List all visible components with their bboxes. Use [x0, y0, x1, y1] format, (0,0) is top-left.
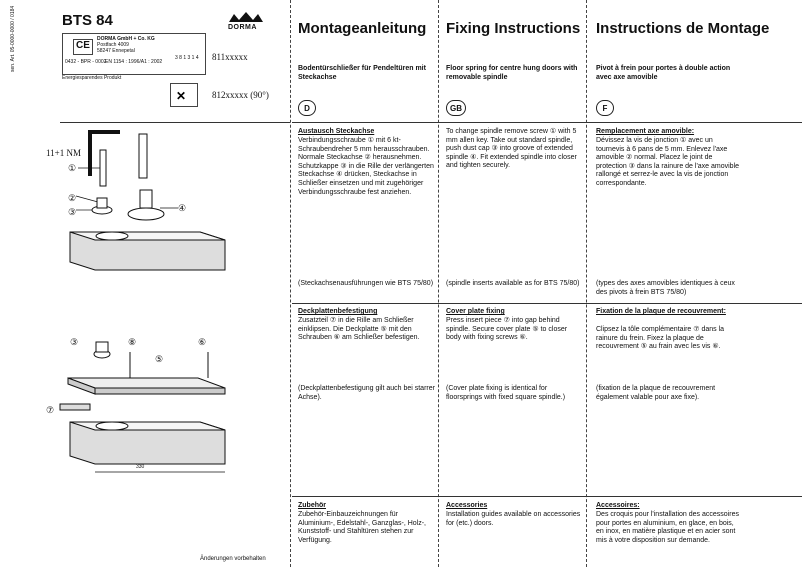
s1-head-fr: Remplacement axe amovible:	[596, 128, 695, 135]
s2-body-gb: Press insert piece ⑦ into gap behind spi…	[446, 317, 568, 342]
s3-head-fr: Accessoires:	[596, 502, 640, 509]
brand-label: DORMA	[228, 24, 257, 31]
code-812: 812xxxxx (90°)	[212, 90, 269, 100]
callout-1-left: ①	[68, 163, 77, 173]
s1-head-de: Austausch Steckachse	[298, 128, 375, 135]
subtitle-de: Bodentürschließer für Pendeltüren mit St…	[298, 65, 426, 81]
title-de: Montageanleitung	[298, 20, 427, 37]
callout-4-left: ④	[178, 203, 187, 213]
callout-2-left: ②	[68, 193, 77, 203]
lang-badge-fr: F	[596, 100, 614, 116]
spindle-drawing	[69, 130, 226, 271]
title-gb: Fixing Instructions	[446, 20, 581, 37]
approval-standard: EN 1154 : 1996/A1 : 2002	[105, 59, 163, 65]
lang-badge-de: D	[298, 100, 316, 116]
svg-text:✕: ✕	[176, 89, 186, 103]
code-811: 811xxxxx	[212, 52, 248, 62]
ce-symbol-box: ✕	[170, 83, 198, 107]
coverplate-drawing	[59, 341, 226, 473]
company-city: 58247 Ennepetal	[97, 48, 135, 54]
callout-5-cover: ⑤	[155, 354, 164, 364]
s2-head-de: Deckplattenbefestigung	[298, 308, 378, 315]
dim-label: 11+1 NM	[46, 148, 81, 158]
side-article-code: sen. Art. 05-0000-0000 / 0184	[10, 5, 16, 72]
dorma-logo: DORMA	[226, 10, 266, 34]
s2-body-de: Zusatzteil ⑦ in die Rille am Schließer e…	[298, 317, 420, 342]
s3-body-de: Zubehör-Einbauzeichnungen für Aluminium-…	[298, 511, 426, 544]
subtitle-gb: Floor spring for centre hung doors with …	[446, 65, 578, 81]
subtitle-fr: Pivot à frein pour portes à double actio…	[596, 65, 731, 81]
s3-body-gb: Installation guides available on accesso…	[446, 511, 581, 527]
model-title: BTS 84	[62, 12, 113, 29]
s1-body-gb: To change spindle remove screw ① with 5 …	[446, 128, 577, 170]
s1-note-de: (Steckachsenausführungen wie BTS 75/80)	[298, 280, 434, 287]
company-name: DORMA GmbH + Co. KG	[97, 36, 155, 42]
callout-3-cover: ③	[70, 337, 79, 347]
s1-body-de: Verbindungsschraube ① mit 6 kt-Schrauben…	[298, 137, 434, 196]
company-postbox: Postfach 4009	[97, 42, 129, 48]
s1-body-fr: Dévissez la vis de jonction ① avec un to…	[596, 137, 740, 187]
s3-head-de: Zubehör	[298, 502, 326, 509]
s2-note-fr: (fixation de la plaque de recouvrement é…	[596, 385, 716, 401]
ce-mark: CE	[73, 39, 93, 55]
dim-bottom: 330	[136, 464, 145, 470]
s3-body-fr: Des croquis pour l'installation des acce…	[596, 511, 739, 544]
s2-head-fr: Fixation de la plaque de recouvrement:	[596, 308, 726, 315]
s2-body-fr: Clipsez la tôle complémentaire ⑦ dans la…	[596, 326, 725, 351]
s1-note-fr: (types des axes amovibles identiques à c…	[596, 280, 735, 296]
title-fr: Instructions de Montage	[596, 20, 770, 37]
s2-head-gb: Cover plate fixing	[446, 308, 505, 315]
approval-number: 0432 - BPR - 0002	[65, 59, 107, 65]
approval-box: CE DORMA GmbH + Co. KG Postfach 4009 582…	[62, 33, 206, 75]
callout-8-cover: ⑧	[128, 337, 137, 347]
callout-3-left: ③	[68, 207, 77, 217]
footer-note: Änderungen vorbehalten	[200, 556, 266, 562]
cert-note: Energiesparendes Produkt	[62, 75, 122, 81]
s3-head-gb: Accessories	[446, 502, 488, 509]
callout-6-cover: ⑥	[198, 337, 207, 347]
s1-note-gb: (spindle inserts available as for BTS 75…	[446, 280, 580, 287]
grade-digits: 3 8 1 3 1 4	[175, 55, 199, 61]
s2-note-gb: (Cover plate fixing is identical for flo…	[446, 385, 566, 401]
lang-badge-gb: GB	[446, 100, 466, 116]
s2-note-de: (Deckplattenbefestigung gilt auch bei st…	[298, 385, 435, 401]
callout-7-cover: ⑦	[46, 405, 55, 415]
